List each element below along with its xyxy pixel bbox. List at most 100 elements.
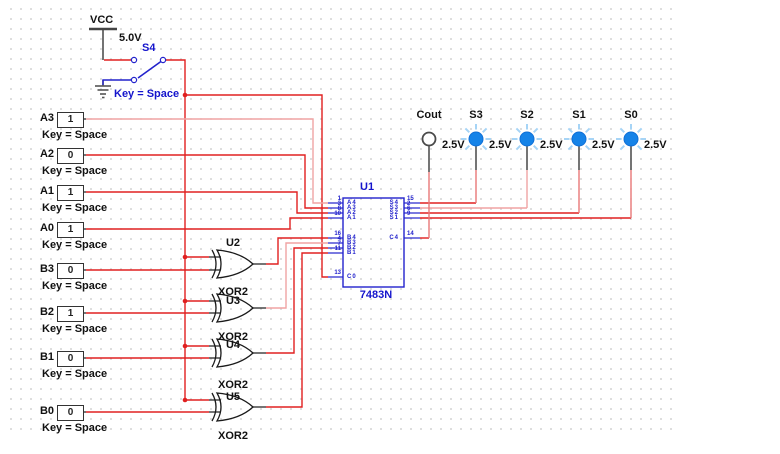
pin-num-16: 16 <box>334 231 341 237</box>
pin-name-a3: A3 <box>347 205 357 211</box>
adder-chip-body[interactable] <box>328 197 420 288</box>
probe-voltage-s0: 2.5V <box>644 139 667 151</box>
chip-part-number: 7483N <box>359 289 393 301</box>
input-label-b0: B0 <box>39 405 54 417</box>
pin-name-b3: B3 <box>347 240 357 246</box>
component-leads <box>80 118 632 413</box>
input-value-a1[interactable]: 1 <box>57 185 84 201</box>
pin-num-15: 15 <box>407 196 414 202</box>
switch-ref: S4 <box>142 42 156 54</box>
xor-gate-u5[interactable] <box>211 392 254 422</box>
red-wires <box>86 59 631 413</box>
switch-blade[interactable] <box>137 59 164 79</box>
probe-light-rays <box>461 124 646 151</box>
pale-red-wires <box>86 118 528 309</box>
gate-ref-u2: U2 <box>225 237 241 249</box>
gate-ref-u4: U4 <box>225 339 241 351</box>
chip-ref: U1 <box>360 181 375 193</box>
probe-label-s2: S2 <box>520 109 534 121</box>
xor-gate-u2[interactable] <box>211 249 254 279</box>
probe-voltage-cout: 2.5V <box>442 139 465 151</box>
pin-num-2: 2 <box>407 201 411 207</box>
input-value-a0[interactable]: 1 <box>57 222 84 238</box>
pin-num-7: 7 <box>337 241 341 247</box>
pin-name-s4: S4 <box>389 200 399 206</box>
probe-label-s1: S1 <box>572 109 586 121</box>
input-value-b1[interactable]: 0 <box>57 351 84 367</box>
pin-name-b4: B4 <box>347 235 357 241</box>
input-label-b2: B2 <box>39 306 54 318</box>
subtract-bus-wire <box>166 59 186 400</box>
junction-dots <box>182 92 188 403</box>
pin-name-b1: B1 <box>347 250 357 256</box>
input-value-b0[interactable]: 0 <box>57 405 84 421</box>
carry-in-wire <box>185 94 328 278</box>
probe-voltage-s1: 2.5V <box>592 139 615 151</box>
probe-label-s3: S3 <box>469 109 483 121</box>
pin-name-a1: A1 <box>347 215 357 221</box>
gate-type-u4: XOR2 <box>218 379 248 391</box>
pin-num-9: 9 <box>407 211 411 217</box>
lit-probes[interactable] <box>468 131 639 147</box>
pin-num-6: 6 <box>407 206 411 212</box>
pin-name-s3: S3 <box>389 205 399 211</box>
pin-name-a2: A2 <box>347 210 357 216</box>
xor-gate-u3[interactable] <box>211 293 254 323</box>
probe-s1[interactable] <box>571 131 587 147</box>
vcc-symbol[interactable] <box>89 27 117 60</box>
pin-name-s2: S2 <box>389 210 399 216</box>
probe-s0[interactable] <box>623 131 639 147</box>
pin-num-14: 14 <box>407 231 414 237</box>
input-label-a3: A3 <box>39 112 54 124</box>
probe-label-cout: Cout <box>416 109 442 121</box>
input-key-b3: Key = Space <box>42 280 108 292</box>
pin-name-s1: S1 <box>389 215 399 221</box>
pin-num-11: 11 <box>334 246 341 252</box>
input-value-a2[interactable]: 0 <box>57 148 84 164</box>
gate-type-u3: XOR2 <box>218 331 248 343</box>
pin-name-a4: A4 <box>347 200 357 206</box>
input-key-a3: Key = Space <box>42 129 108 141</box>
input-label-b3: B3 <box>39 263 54 275</box>
input-key-a2: Key = Space <box>42 165 108 177</box>
pin-name-c4: C4 <box>389 235 399 241</box>
input-value-b2[interactable]: 1 <box>57 306 84 322</box>
xor-gate-u4[interactable] <box>211 338 254 368</box>
input-key-b1: Key = Space <box>42 368 108 380</box>
probe-voltage-s2: 2.5V <box>540 139 563 151</box>
vcc-voltage: 5.0V <box>119 32 142 44</box>
pin-num-1: 1 <box>337 196 341 202</box>
grid-dots <box>6 4 672 434</box>
input-label-a0: A0 <box>39 222 54 234</box>
pin-num-4: 4 <box>337 236 341 242</box>
switch-s4[interactable] <box>102 56 167 85</box>
pin-name-b2: B2 <box>347 245 357 251</box>
input-label-a1: A1 <box>39 185 54 197</box>
probe-cout[interactable] <box>421 131 437 147</box>
pin-num-3: 3 <box>337 201 341 207</box>
input-key-b0: Key = Space <box>42 422 108 434</box>
probe-s3[interactable] <box>468 131 484 147</box>
vcc-label: VCC <box>90 14 114 26</box>
switch-key-legend: Key = Space <box>114 88 180 100</box>
input-value-a3[interactable]: 1 <box>57 112 84 128</box>
probe-label-s0: S0 <box>624 109 638 121</box>
input-key-b2: Key = Space <box>42 323 108 335</box>
probe-voltage-s3: 2.5V <box>489 139 512 151</box>
probe-s2[interactable] <box>519 131 535 147</box>
probe-stem-wires <box>428 170 632 238</box>
pin-num-13: 13 <box>334 270 341 276</box>
gate-ref-u3: U3 <box>225 295 241 307</box>
gate-type-u2: XOR2 <box>218 286 248 298</box>
pin-name-c0: C0 <box>347 274 357 280</box>
input-label-a2: A2 <box>39 148 54 160</box>
input-key-a1: Key = Space <box>42 202 108 214</box>
input-value-b3[interactable]: 0 <box>57 263 84 279</box>
input-key-a0: Key = Space <box>42 239 108 251</box>
pin-num-10: 10 <box>334 211 341 217</box>
pin-num-8: 8 <box>337 206 341 212</box>
gate-type-u5: XOR2 <box>218 430 248 442</box>
input-label-b1: B1 <box>39 351 54 363</box>
